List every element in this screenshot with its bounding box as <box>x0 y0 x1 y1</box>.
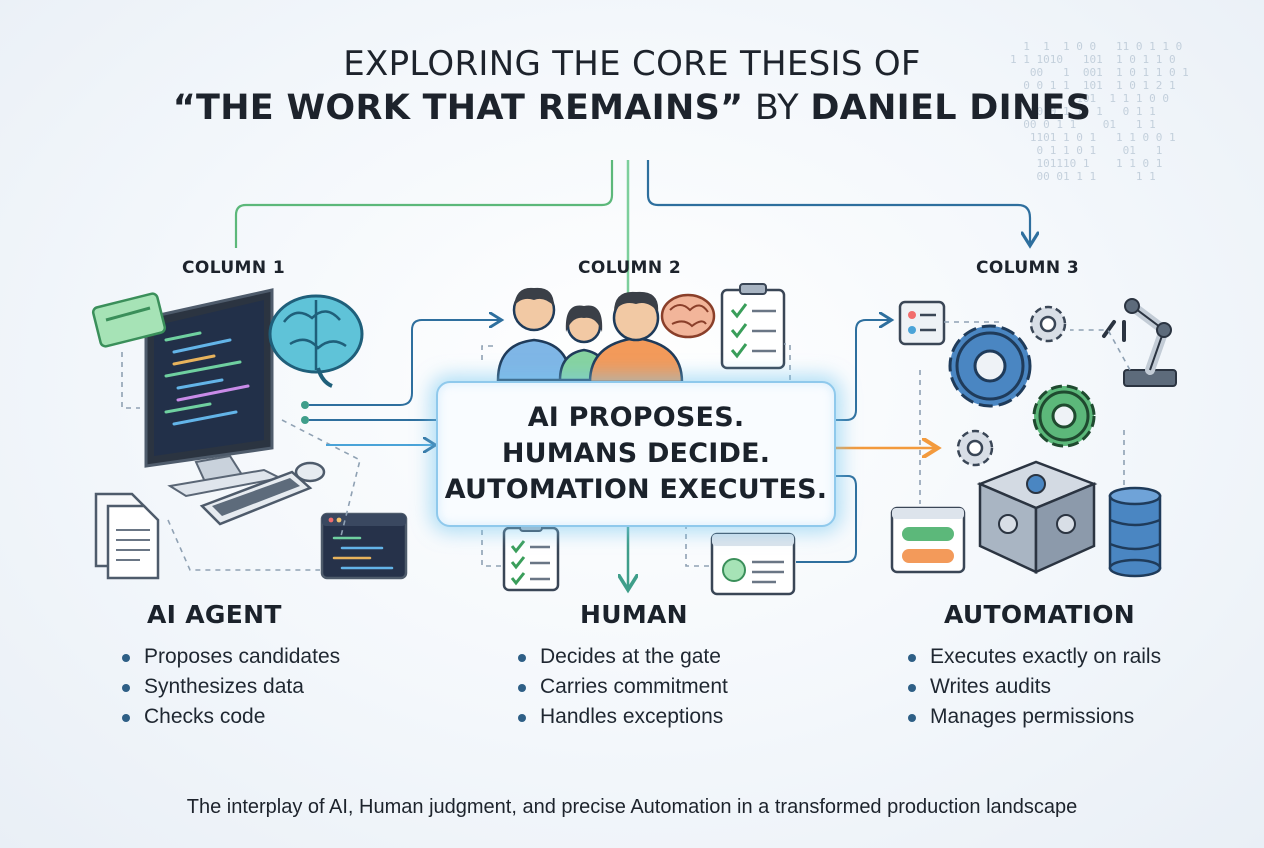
checklist-icon <box>502 521 560 592</box>
bullet-item: Synthesizes data <box>120 672 340 702</box>
dashed-connectors-col3 <box>919 321 1131 504</box>
bullet-item: Carries commitment <box>516 672 728 702</box>
binary-decoration: 1 1 1 0 0 11 0 1 1 0 1 1 1010 101 1 0 1 … <box>1010 40 1189 183</box>
gear-icon <box>1029 305 1067 343</box>
profile-card-icon <box>710 532 796 596</box>
caption: The interplay of AI, Human judgment, and… <box>186 796 1078 818</box>
core-thesis-box: AI PROPOSES. HUMANS DECIDE. AUTOMATION E… <box>436 381 836 527</box>
title-line-2: “THE WORK THAT REMAINS” BY DANIEL DINES <box>0 88 1264 128</box>
role-automation: AUTOMATION <box>944 600 1136 629</box>
dashed-connectors-col2 <box>481 343 791 567</box>
cube-icon <box>976 460 1098 574</box>
automation-bullets: Executes exactly on rails Writes audits … <box>906 642 1161 732</box>
code-window-icon <box>320 512 408 580</box>
gear-icon <box>1032 384 1096 448</box>
robot-arm-icon <box>1102 298 1177 387</box>
bullet-item: Writes audits <box>906 672 1161 702</box>
thesis-line-1: AI PROPOSES. <box>527 402 745 433</box>
keyboard-icon <box>199 461 326 526</box>
role-ai-agent: AI AGENT <box>147 600 282 629</box>
brain-icon <box>268 294 364 388</box>
title-by: BY <box>743 88 811 128</box>
bullet-item: Manages permissions <box>906 702 1161 732</box>
thesis-line-3: AUTOMATION EXECUTES. <box>444 474 828 505</box>
column-3-label: COLUMN 3 <box>976 258 1080 278</box>
settings-panel-icon <box>898 300 946 346</box>
bullet-item: Handles exceptions <box>516 702 728 732</box>
human-bullets: Decides at the gate Carries commitment H… <box>516 642 728 732</box>
book-title: “THE WORK THAT REMAINS” <box>172 88 744 128</box>
bullet-item: Executes exactly on rails <box>906 642 1161 672</box>
people-icon <box>496 287 684 384</box>
database-icon <box>1108 486 1162 578</box>
thesis-line-2: HUMANS DECIDE. <box>501 438 771 469</box>
arrows-col1-to-center <box>301 320 500 445</box>
column-1-label: COLUMN 1 <box>182 258 286 278</box>
author-name: DANIEL DINES <box>810 88 1092 128</box>
gear-icon <box>948 324 1032 408</box>
title-line-1: EXPLORING THE CORE THESIS OF <box>343 44 921 84</box>
arrows-center-to-col3 <box>796 320 936 563</box>
toggle-panel-icon <box>890 506 966 574</box>
computer-icon <box>144 288 284 498</box>
checklist-icon <box>720 283 786 370</box>
dashed-connectors-col1 <box>121 352 361 571</box>
bullet-item: Proposes candidates <box>120 642 340 672</box>
bullet-item: Checks code <box>120 702 340 732</box>
bullet-item: Decides at the gate <box>516 642 728 672</box>
ai-agent-bullets: Proposes candidates Synthesizes data Che… <box>120 642 340 732</box>
role-human: HUMAN <box>580 600 688 629</box>
brain-icon <box>660 293 716 339</box>
document-icon <box>94 492 160 580</box>
column-2-label: COLUMN 2 <box>578 258 682 278</box>
gear-icon <box>956 429 994 467</box>
chat-bubble-icon <box>91 292 167 348</box>
